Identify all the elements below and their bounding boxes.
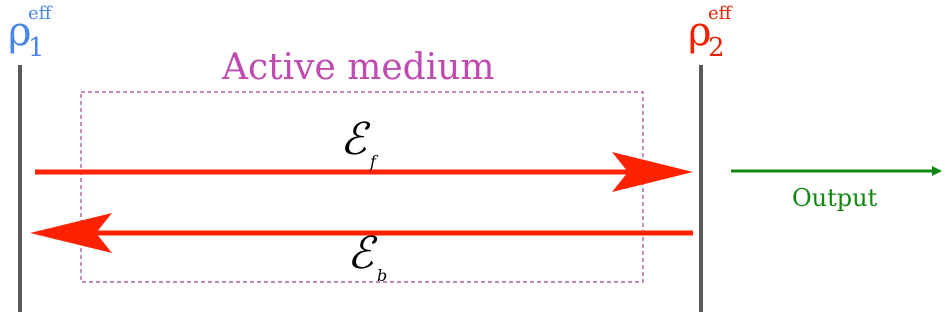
output-label: Output bbox=[792, 184, 878, 212]
forward-beam-arrow bbox=[35, 152, 693, 192]
right-rho-superscript: eff bbox=[708, 3, 732, 24]
active-medium-label: Active medium bbox=[222, 47, 495, 88]
backward-field-label: ℰ b bbox=[347, 232, 407, 288]
backward-beam-arrow bbox=[30, 213, 693, 253]
left-rho-symbol: ρ bbox=[8, 9, 32, 55]
backward-field-subscript: b bbox=[377, 266, 388, 285]
right-rho-subscript: 2 bbox=[708, 33, 725, 63]
backward-field-symbol: ℰ bbox=[347, 228, 374, 279]
forward-field-symbol: ℰ bbox=[340, 114, 367, 165]
forward-field-subscript: f bbox=[370, 152, 376, 171]
left-mirror-reflectivity-label: ρ eff 1 bbox=[8, 2, 68, 62]
right-mirror-reflectivity-label: ρ eff 2 bbox=[688, 2, 758, 62]
active-medium-box bbox=[80, 91, 644, 283]
left-rho-superscript: eff bbox=[28, 3, 52, 24]
forward-field-label: ℰ f bbox=[340, 118, 400, 174]
right-rho-symbol: ρ bbox=[688, 9, 712, 55]
left-rho-subscript: 1 bbox=[28, 33, 45, 63]
